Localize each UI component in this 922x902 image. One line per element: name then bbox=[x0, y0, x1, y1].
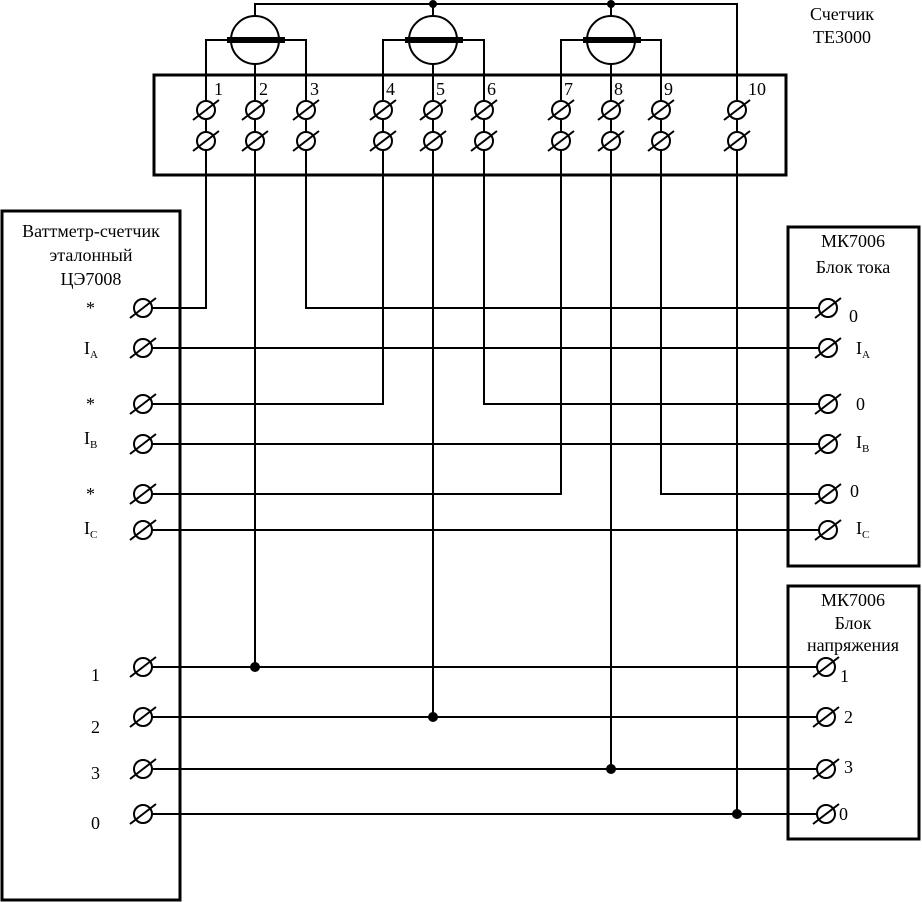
junction-dot bbox=[250, 662, 260, 672]
meter-terminal-label: 5 bbox=[436, 79, 445, 99]
meter-terminal-screw-icon bbox=[369, 130, 397, 152]
meter-terminal-label: 10 bbox=[748, 79, 766, 99]
current-block-terminal-screw-icon bbox=[814, 297, 842, 319]
current-block-terminal-screw-icon bbox=[814, 483, 842, 505]
reference-voltage-label: 0 bbox=[91, 813, 100, 833]
meter-terminal-screw-icon bbox=[419, 130, 447, 152]
meter-terminal-screw-icon bbox=[597, 99, 625, 121]
current-coil-1-icon bbox=[227, 37, 285, 43]
junction-dot bbox=[607, 0, 615, 8]
meter-terminal-label: 2 bbox=[259, 79, 268, 99]
meter-terminal-screw-icon bbox=[647, 99, 675, 121]
reference-title-line1: Ваттметр-счетчик bbox=[22, 221, 160, 241]
junction-dot bbox=[606, 764, 616, 774]
reference-terminal-screw-icon bbox=[129, 803, 157, 825]
meter-terminal-screw-icon bbox=[241, 130, 269, 152]
current-block-terminal-screw-icon bbox=[814, 393, 842, 415]
external-wiring bbox=[150, 141, 828, 815]
current-block-terminal-label: 0 bbox=[850, 481, 859, 501]
current-block-title-line2: Блок тока bbox=[816, 257, 890, 277]
meter-terminal-label: 9 bbox=[664, 79, 673, 99]
reference-title-line2: эталонный bbox=[50, 245, 133, 265]
meter-terminal-label: 7 bbox=[564, 79, 573, 99]
meter-title-line1: Счетчик bbox=[810, 4, 874, 24]
voltage-block-terminal-screw-icon bbox=[812, 706, 840, 728]
reference-terminal-label: IA bbox=[84, 338, 98, 361]
current-block-terminal-screw-icon bbox=[814, 433, 842, 455]
meter-terminal-screw-icon bbox=[292, 130, 320, 152]
meter-terminal-label: 8 bbox=[614, 79, 623, 99]
meter-terminal-screw-icon bbox=[547, 130, 575, 152]
meter-terminal-label: 3 bbox=[310, 79, 319, 99]
reference-terminal-screw-icon bbox=[129, 297, 157, 319]
meter-title-line2: ТЕ3000 bbox=[813, 27, 871, 47]
current-block-title-line1: МК7006 bbox=[821, 231, 885, 251]
reference-terminal-label: * bbox=[86, 298, 95, 318]
current-coil-3-icon bbox=[583, 37, 641, 43]
meter-terminal-screw-icon bbox=[723, 99, 751, 121]
reference-terminal-screw-icon bbox=[129, 706, 157, 728]
current-block-terminal-label: 0 bbox=[849, 306, 858, 326]
meter-terminal-screw-icon bbox=[470, 130, 498, 152]
current-block-terminal-label: IC bbox=[856, 518, 869, 541]
meter-terminal-screw-icon bbox=[192, 99, 220, 121]
voltage-block-title-line1: МК7006 bbox=[821, 590, 885, 610]
meter-terminal-screw-icon bbox=[192, 130, 220, 152]
reference-terminal-label: * bbox=[86, 394, 95, 414]
reference-terminal-label: IB bbox=[84, 428, 97, 451]
meter-terminal-block bbox=[152, 73, 788, 177]
meter-terminal-screw-icon bbox=[241, 99, 269, 121]
junction-dot bbox=[428, 712, 438, 722]
voltage-block-terminal-label: 3 bbox=[844, 757, 853, 777]
voltage-block-title-line3: напряжения bbox=[807, 635, 899, 655]
meter-terminal-label: 4 bbox=[386, 79, 395, 99]
reference-terminal-screw-icon bbox=[129, 483, 157, 505]
voltage-block-terminal-screw-icon bbox=[812, 758, 840, 780]
reference-terminal-screw-icon bbox=[129, 519, 157, 541]
current-block-terminal-label: 0 bbox=[856, 394, 865, 414]
voltage-block-terminal-screw-icon bbox=[812, 803, 840, 825]
reference-voltage-label: 3 bbox=[91, 763, 100, 783]
meter-terminal-screw-icon bbox=[470, 99, 498, 121]
current-block-terminal-screw-icon bbox=[814, 337, 842, 359]
reference-voltage-label: 2 bbox=[91, 717, 100, 737]
voltage-block-box bbox=[786, 584, 921, 841]
junction-dot bbox=[429, 0, 437, 8]
current-block-box bbox=[786, 225, 921, 568]
meter-terminal-screw-icon bbox=[547, 99, 575, 121]
meter-terminal-screw-icon bbox=[369, 99, 397, 121]
reference-terminal-screw-icon bbox=[129, 337, 157, 359]
meter-terminal-label: 1 bbox=[214, 79, 223, 99]
meter-internal-wiring bbox=[205, 3, 738, 105]
current-coil-2-icon bbox=[405, 37, 463, 43]
reference-meter-box bbox=[0, 209, 182, 902]
meter-terminal-screw-icon bbox=[419, 99, 447, 121]
voltage-block-terminal-screw-icon bbox=[812, 656, 840, 678]
voltage-block-terminal-label: 2 bbox=[844, 707, 853, 727]
reference-voltage-label: 1 bbox=[91, 665, 100, 685]
reference-terminal-screw-icon bbox=[129, 758, 157, 780]
reference-terminal-screw-icon bbox=[129, 656, 157, 678]
voltage-block-title-line2: Блок bbox=[835, 613, 872, 633]
meter-terminal-screw-icon bbox=[292, 99, 320, 121]
meter-terminal-label: 6 bbox=[487, 79, 496, 99]
meter-terminal-screw-icon bbox=[723, 130, 751, 152]
current-block-terminal-screw-icon bbox=[814, 519, 842, 541]
junction-dot bbox=[732, 809, 742, 819]
reference-terminal-screw-icon bbox=[129, 393, 157, 415]
meter-terminal-screw-icon bbox=[647, 130, 675, 152]
current-block-terminal-label: IB bbox=[856, 432, 869, 455]
reference-title-line3: ЦЭ7008 bbox=[61, 269, 122, 289]
voltage-block-terminal-label: 0 bbox=[839, 804, 848, 824]
terminal-screws bbox=[129, 99, 842, 825]
voltage-block-terminal-label: 1 bbox=[840, 666, 849, 686]
reference-terminal-screw-icon bbox=[129, 433, 157, 455]
meter-terminal-screw-icon bbox=[597, 130, 625, 152]
current-block-terminal-label: IA bbox=[856, 338, 870, 361]
reference-terminal-label: IC bbox=[84, 518, 97, 541]
reference-terminal-label: * bbox=[86, 484, 95, 504]
